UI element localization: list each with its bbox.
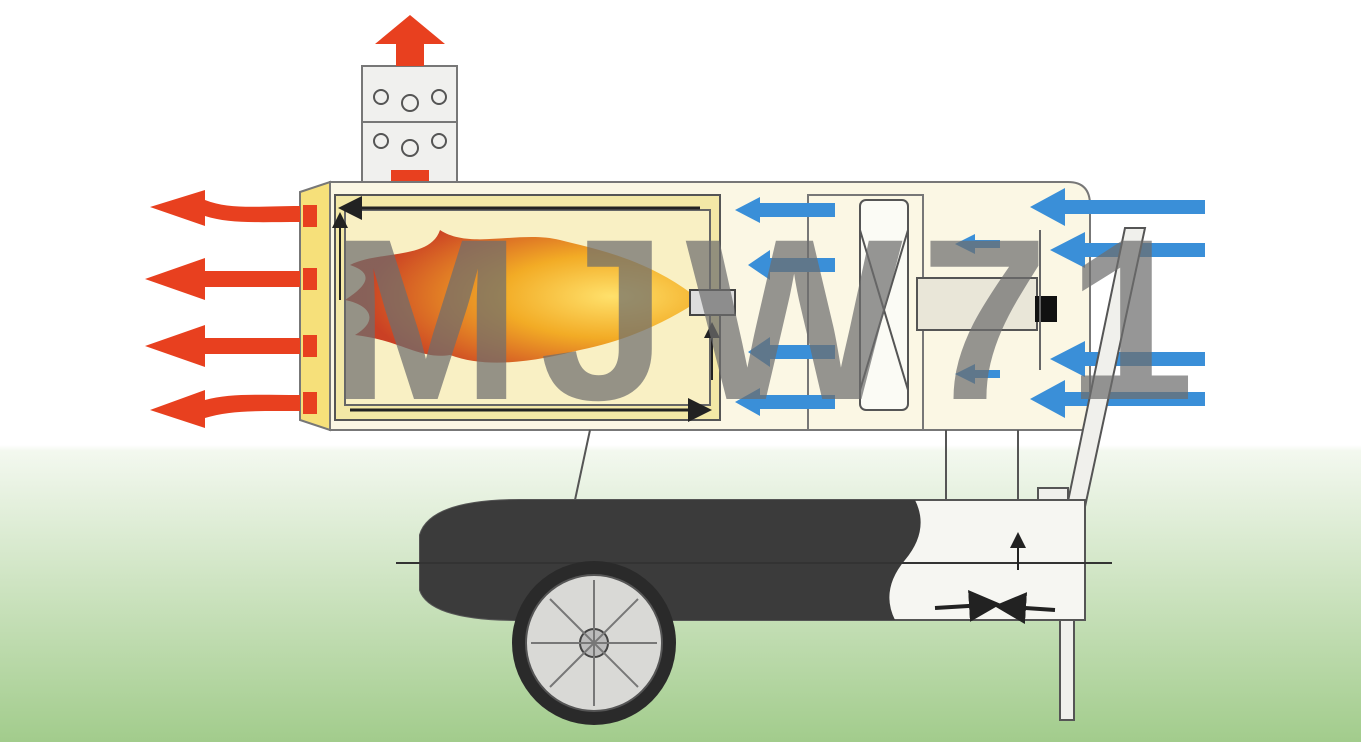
fuel-tank [396,500,1112,620]
wheel-icon [512,561,676,725]
hot-air-arrow-icon [145,325,300,367]
cold-air-arrow-icon [1030,188,1205,226]
hot-air-arrow-icon [150,190,300,226]
hot-air-arrow-icon [145,258,300,300]
hot-air-arrows [145,190,300,428]
exhaust-chimney [362,66,457,190]
burner-nozzle [690,290,735,315]
cold-air-arrow-icon [1030,380,1205,418]
hot-air-arrow-icon [375,15,445,66]
hot-air-arrow-icon [150,390,300,428]
